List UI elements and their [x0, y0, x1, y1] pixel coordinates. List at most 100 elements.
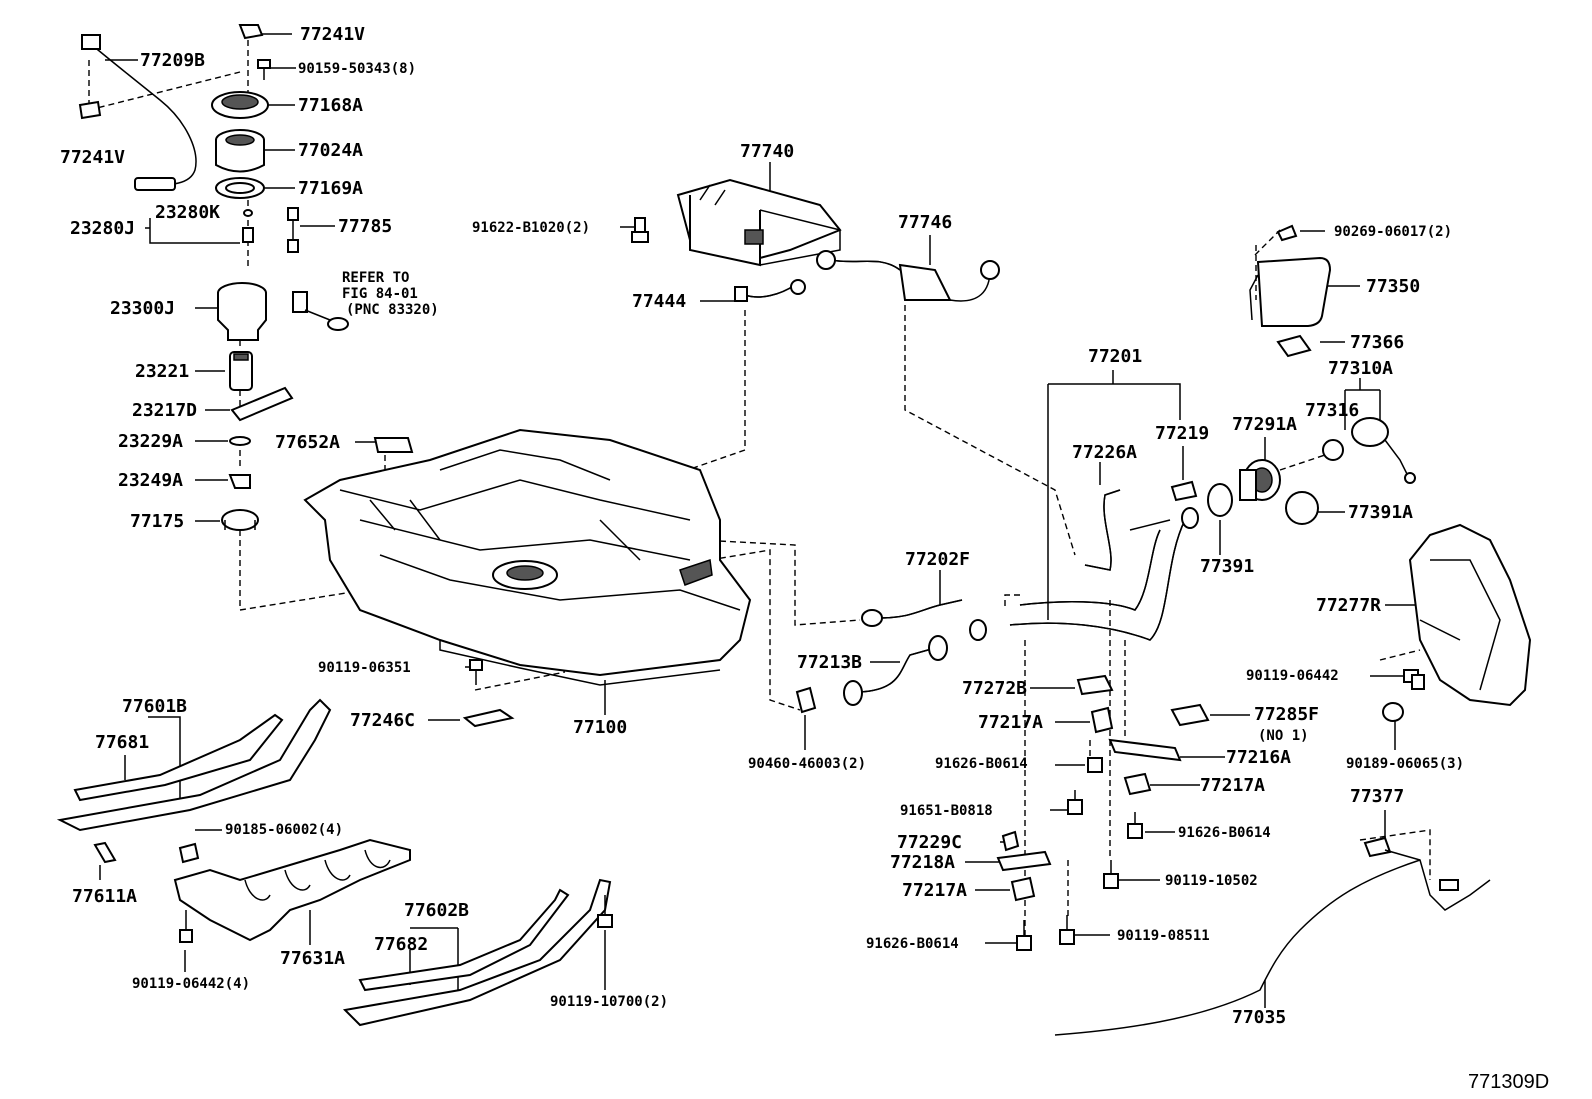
bolt-90119-06442-4[interactable]	[179, 910, 193, 943]
wire-harness-77785[interactable]	[287, 207, 299, 253]
label-77682[interactable]: 77682	[374, 934, 428, 955]
label-77217A-3[interactable]: 77217A	[902, 880, 967, 901]
screw-90269[interactable]	[1276, 224, 1298, 242]
label-77601B[interactable]: 77601B	[122, 696, 187, 717]
label-77213B[interactable]: 77213B	[797, 652, 862, 673]
label-90269[interactable]: 90269-06017(2)	[1334, 224, 1452, 240]
label-90159[interactable]: 90159-50343(8)	[298, 61, 416, 77]
label-90119-10700[interactable]: 90119-10700(2)	[550, 994, 668, 1010]
label-77201[interactable]: 77201	[1088, 346, 1142, 367]
retainer-77175[interactable]	[221, 509, 259, 531]
label-77631A[interactable]: 77631A	[280, 948, 345, 969]
hose-clamp[interactable]	[969, 619, 987, 641]
seal-77391A[interactable]	[1285, 491, 1319, 525]
gasket-77316[interactable]	[1322, 439, 1344, 461]
pump-bracket-23300J[interactable]	[217, 282, 267, 341]
label-91651[interactable]: 91651-B0818	[900, 803, 993, 819]
vent-hose-77444[interactable]	[734, 279, 806, 302]
bolt-91626-1[interactable]	[1087, 757, 1103, 773]
label-77024A[interactable]: 77024A	[298, 140, 363, 161]
bolt-91626-3[interactable]	[1016, 920, 1032, 951]
label-91626-3[interactable]: 91626-B0614	[866, 936, 959, 952]
label-77350[interactable]: 77350	[1366, 276, 1420, 297]
label-77746[interactable]: 77746	[898, 212, 952, 233]
label-77681[interactable]: 77681	[95, 732, 149, 753]
bracket-77246C[interactable]	[462, 708, 515, 728]
label-77246C[interactable]: 77246C	[350, 710, 415, 731]
sender-gauge-assy[interactable]	[81, 34, 197, 191]
label-91622[interactable]: 91622-B1020(2)	[472, 220, 590, 236]
o-ring-23280K[interactable]	[243, 209, 253, 217]
label-23249A[interactable]: 23249A	[118, 470, 183, 491]
label-23229A[interactable]: 23229A	[118, 431, 183, 452]
label-77217A-2[interactable]: 77217A	[1200, 775, 1265, 796]
label-77169A[interactable]: 77169A	[298, 178, 363, 199]
band-77602B[interactable]	[342, 878, 612, 1027]
fuel-lid-77350[interactable]	[1249, 256, 1332, 327]
filler-pipe-77201[interactable]	[1009, 507, 1199, 641]
connector-23280J[interactable]	[242, 227, 254, 243]
bolt-90119-06351[interactable]	[469, 659, 483, 685]
label-77310A[interactable]: 77310A	[1328, 358, 1393, 379]
label-23217D[interactable]: 23217D	[132, 400, 197, 421]
label-77241V-top[interactable]: 77241V	[300, 24, 365, 45]
label-77611A[interactable]: 77611A	[72, 886, 137, 907]
label-77175[interactable]: 77175	[130, 511, 184, 532]
label-90119-06442-right[interactable]: 90119-06442	[1246, 668, 1339, 684]
protector-77277R[interactable]	[1408, 523, 1532, 707]
seal-77391[interactable]	[1207, 483, 1233, 517]
clamp-77217A-3[interactable]	[1010, 876, 1036, 902]
label-77377[interactable]: 77377	[1350, 786, 1404, 807]
clip-77219[interactable]	[1170, 480, 1198, 502]
label-90460[interactable]: 90460-46003(2)	[748, 756, 866, 772]
bolt-90119-10700[interactable]	[597, 895, 613, 928]
label-91626-1[interactable]: 91626-B0614	[935, 756, 1028, 772]
vent-valve-77746[interactable]	[816, 250, 1000, 302]
label-77291A[interactable]: 77291A	[1232, 414, 1297, 435]
label-77740[interactable]: 77740	[740, 141, 794, 162]
bracket-77216A[interactable]	[1108, 738, 1182, 762]
label-77277R[interactable]: 77277R	[1316, 595, 1381, 616]
clip-90185[interactable]	[178, 842, 200, 864]
label-77229C[interactable]: 77229C	[897, 832, 962, 853]
label-77216A[interactable]: 77216A	[1226, 747, 1291, 768]
label-77272B[interactable]: 77272B	[962, 678, 1027, 699]
bracket-77218A[interactable]	[996, 850, 1052, 872]
bracket-77272B[interactable]	[1076, 674, 1114, 696]
label-77316[interactable]: 77316	[1305, 400, 1359, 421]
pad-77611A[interactable]	[93, 841, 117, 864]
label-77202F[interactable]: 77202F	[905, 549, 970, 570]
bolt-91626-2[interactable]	[1127, 812, 1143, 839]
label-23221[interactable]: 23221	[135, 361, 189, 382]
clip-77377[interactable]	[1363, 836, 1392, 858]
label-77241V-left[interactable]: 77241V	[60, 147, 125, 168]
label-90119-06351[interactable]: 90119-06351	[318, 660, 411, 676]
label-77366[interactable]: 77366	[1350, 332, 1404, 353]
label-23280J[interactable]: 23280J	[70, 218, 135, 239]
clip-23249A[interactable]	[228, 474, 251, 489]
hose-77202F[interactable]	[861, 599, 963, 627]
label-77444[interactable]: 77444	[632, 291, 686, 312]
breather-tube-77226A[interactable]	[1084, 489, 1121, 571]
clip-90460[interactable]	[795, 686, 817, 714]
bolt-91651[interactable]	[1067, 790, 1083, 815]
label-77035[interactable]: 77035	[1232, 1007, 1286, 1028]
bolt-90119-10502[interactable]	[1103, 860, 1119, 889]
filler-neck-77291A[interactable]	[1239, 459, 1281, 501]
lid-cable-77035[interactable]	[1054, 849, 1491, 1036]
filter-23217D[interactable]	[230, 386, 294, 422]
hose-77213B[interactable]	[843, 635, 948, 706]
label-90119-10502[interactable]: 90119-10502	[1165, 873, 1258, 889]
label-23300J[interactable]: 23300J	[110, 298, 175, 319]
label-90119-08511[interactable]: 90119-08511	[1117, 928, 1210, 944]
gauge-plate-77024A[interactable]	[215, 129, 265, 173]
label-77285F[interactable]: 77285F	[1254, 704, 1319, 725]
bolt-91622[interactable]	[631, 217, 649, 243]
label-77652A[interactable]: 77652A	[275, 432, 340, 453]
label-77391[interactable]: 77391	[1200, 556, 1254, 577]
clamp-77217A-2[interactable]	[1123, 772, 1152, 796]
label-77218A[interactable]: 77218A	[890, 852, 955, 873]
label-77219[interactable]: 77219	[1155, 423, 1209, 444]
retainer-clip-left[interactable]	[78, 100, 102, 120]
label-77100[interactable]: 77100	[573, 717, 627, 738]
